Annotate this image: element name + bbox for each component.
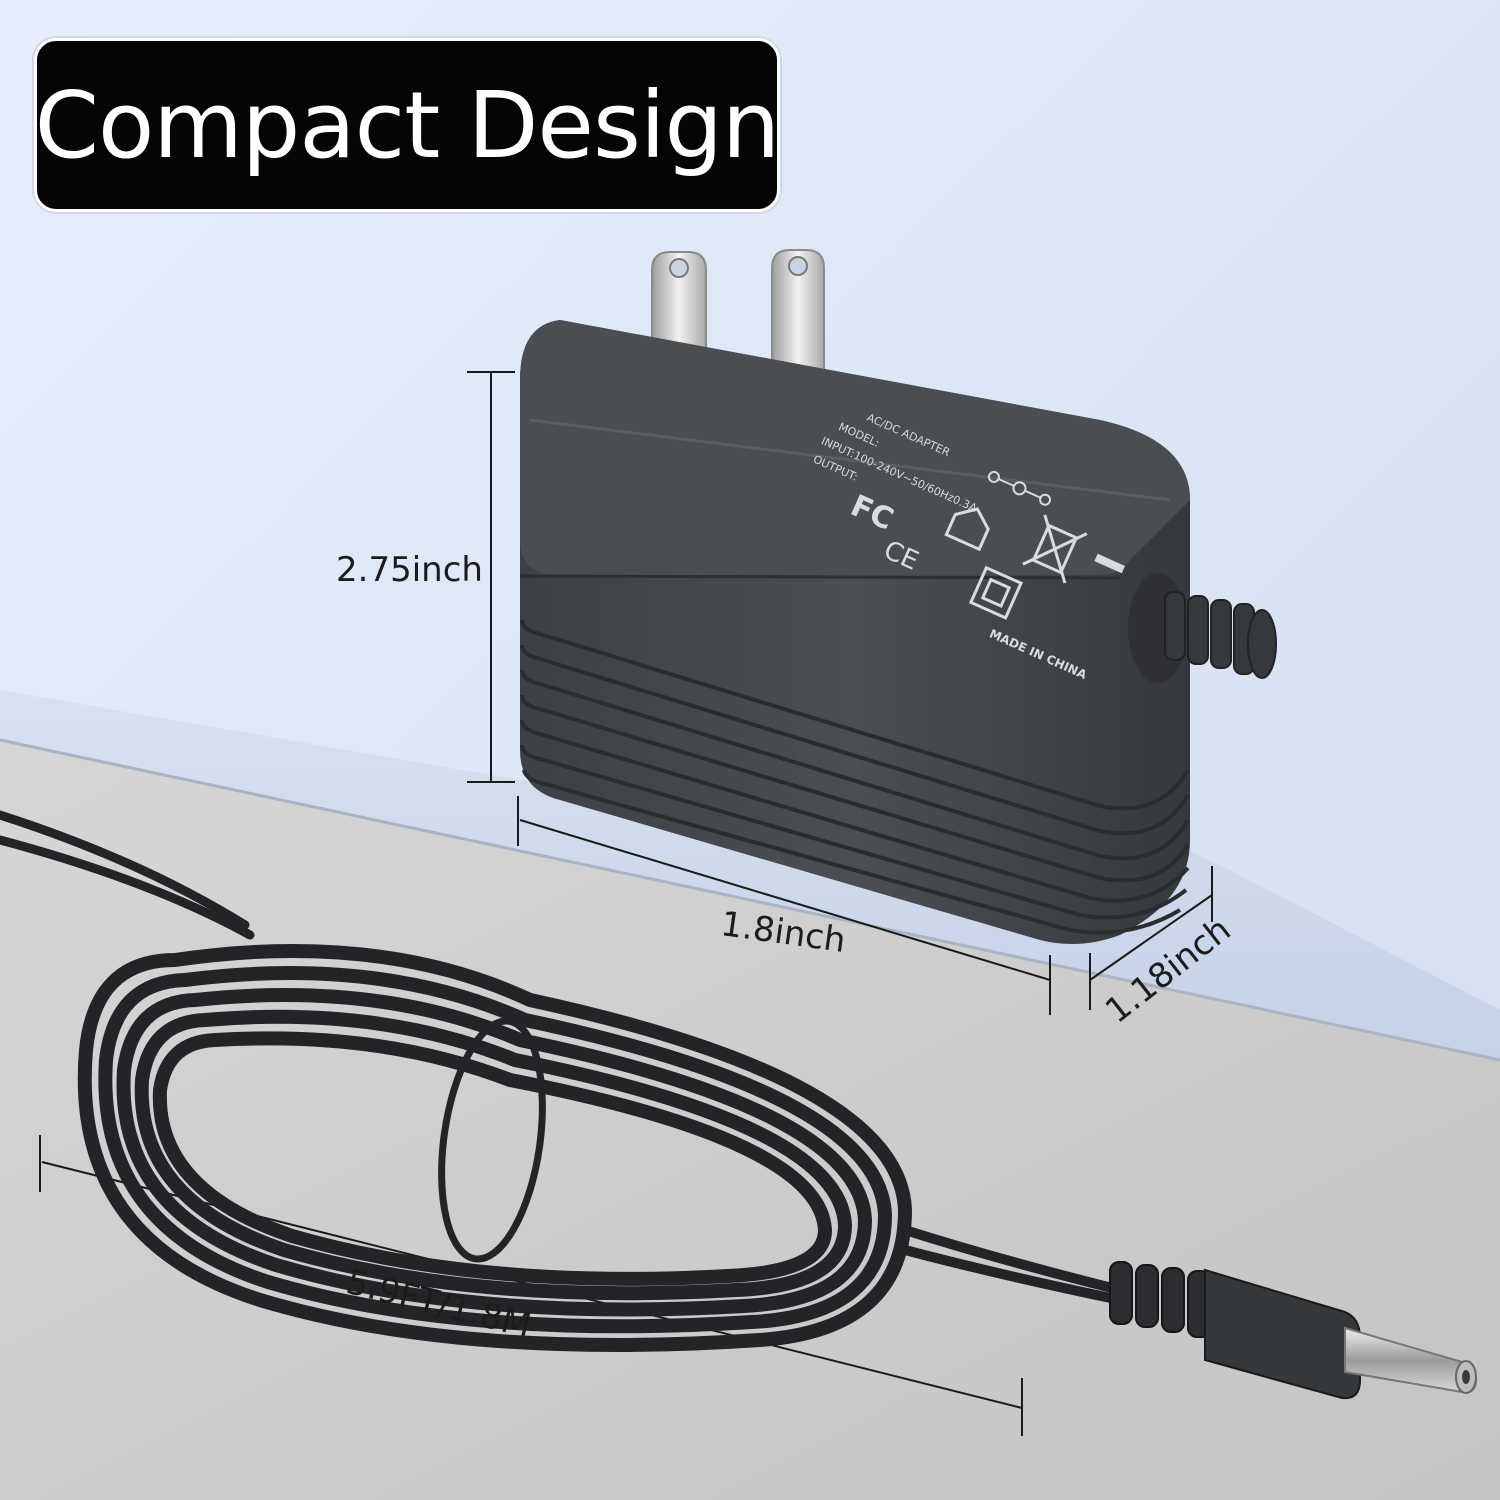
weee-bin-icon [1022, 514, 1088, 584]
adapter-icon [519, 320, 1277, 944]
title-badge: Compact Design [34, 38, 780, 212]
indoor-use-icon [944, 507, 990, 552]
double-insulation-icon [968, 565, 1024, 620]
dc-barrel-connector-icon [1109, 1261, 1478, 1400]
shelf-top [0, 690, 1500, 1060]
shelf-edge [0, 738, 1500, 1062]
cable-coil-icon [0, 810, 1125, 1352]
polarity-icon [987, 470, 1052, 506]
dimension-height-label: 2.75inch [336, 550, 483, 590]
page-title: Compact Design [34, 71, 780, 179]
